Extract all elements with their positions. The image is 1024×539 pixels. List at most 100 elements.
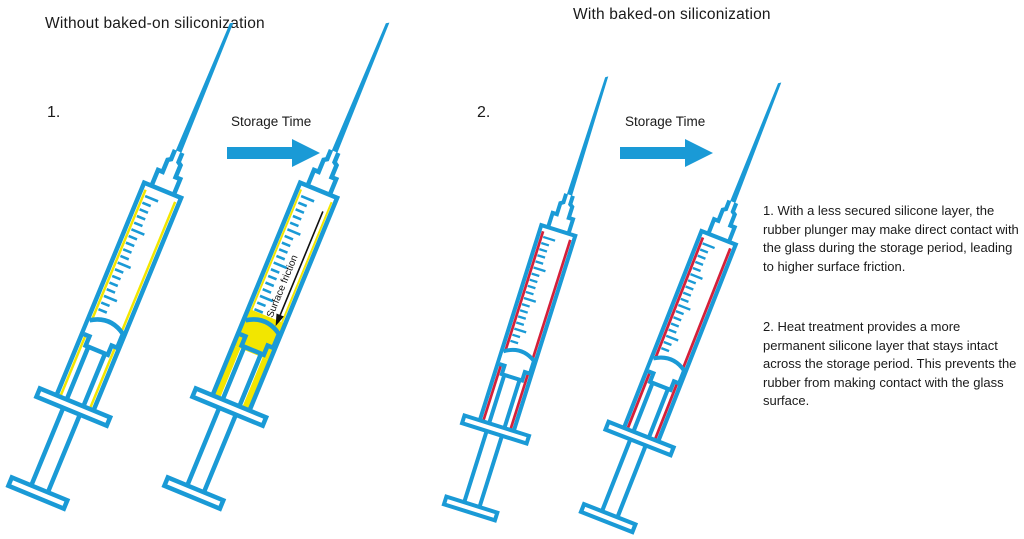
graduation-tick — [139, 208, 149, 214]
panel-number-1: 1. — [47, 104, 61, 121]
panel-number-2: 2. — [477, 104, 491, 121]
silicone-layer-left — [626, 237, 705, 429]
silicone-layer-left — [250, 189, 303, 311]
silicone-layer-left-lower — [213, 345, 241, 399]
graduation-tick — [259, 294, 274, 303]
graduation-tick — [668, 328, 677, 334]
storage-time-label-1: Storage Time — [231, 114, 312, 129]
graduation-tick — [685, 285, 694, 291]
barrel — [476, 222, 578, 437]
silicone-layer-right — [281, 201, 333, 323]
graduation-tick — [517, 315, 527, 320]
graduation-tick — [665, 334, 679, 342]
graduation-tick — [136, 214, 146, 221]
silicone-layer-right-lower — [242, 357, 270, 411]
graduation-tick — [284, 234, 294, 241]
plunger-thumb-press — [441, 494, 500, 523]
graduation-tick — [275, 254, 286, 261]
graduation-tick — [133, 221, 143, 228]
storage-time-arrow-1 — [227, 139, 320, 167]
graduation-tick — [122, 248, 132, 254]
graduation-tick — [278, 248, 288, 254]
graduation-tick — [106, 288, 116, 294]
graduation-tick — [527, 284, 536, 290]
plunger-stopper — [82, 317, 126, 358]
plunger-stopper — [498, 347, 537, 384]
graduation-tick — [295, 208, 305, 214]
needle-hub — [149, 149, 185, 196]
graduation-tick — [267, 274, 278, 281]
needle-hub — [305, 149, 341, 196]
graduation-tick — [253, 307, 264, 314]
finger-flange — [459, 413, 532, 447]
description-2: 2. Heat treatment provides a more perman… — [763, 318, 1023, 411]
needle — [175, 22, 234, 153]
needle — [331, 22, 390, 153]
graduation-tick — [690, 273, 703, 280]
graduation-tick — [677, 303, 691, 311]
plunger-stopper — [647, 355, 687, 393]
graduation-tick — [103, 294, 118, 303]
graduation-tick — [694, 260, 704, 266]
graduation-tick — [510, 339, 519, 345]
description-1-text: With a less secured silicone layer, the … — [763, 203, 1019, 274]
plunger-rod — [600, 382, 670, 519]
description-1-number: 1. — [763, 203, 774, 218]
graduation-tick — [100, 301, 111, 308]
graduation-tick — [130, 228, 145, 236]
graduation-tick — [264, 281, 275, 288]
graduation-tick — [286, 228, 301, 236]
graduation-tick — [673, 316, 682, 322]
graduation-tick — [660, 347, 670, 353]
graduation-tick — [281, 241, 291, 248]
graduation-tick — [273, 261, 288, 270]
silicone-layer-left — [59, 189, 147, 396]
graduation-tick — [513, 327, 527, 334]
graduation-tick — [535, 260, 544, 265]
graduation-tick — [697, 254, 706, 260]
silicone-layer-right — [509, 239, 572, 429]
friction-arrow — [277, 211, 324, 321]
graduation-tick — [270, 268, 280, 274]
storage-time-arrow-2 — [620, 139, 713, 167]
syringe — [578, 82, 782, 535]
description-1: 1. With a less secured silicone layer, t… — [763, 202, 1023, 276]
storage-time-label-2: Storage Time — [625, 114, 706, 129]
finger-flange — [189, 385, 270, 429]
syringe — [5, 22, 234, 512]
graduation-tick — [144, 194, 159, 203]
graduation-tick — [300, 194, 315, 203]
graduation-tick — [540, 241, 550, 247]
graduation-tick — [692, 266, 702, 273]
graduation-tick — [292, 214, 302, 221]
graduation-tick — [542, 235, 556, 242]
graduation-tick — [515, 321, 525, 326]
finger-flange — [33, 385, 114, 429]
graduation-tick — [699, 248, 709, 254]
graduation-tick — [702, 242, 716, 250]
description-2-text: Heat treatment provides a more permanent… — [763, 319, 1017, 408]
syringe: Surface friction — [161, 22, 390, 512]
graduation-tick — [289, 221, 299, 228]
plunger-rod — [185, 345, 264, 494]
silicone-layer-right — [89, 201, 177, 408]
graduation-tick — [297, 201, 308, 208]
graduation-tick — [128, 234, 138, 241]
plunger-thumb-press — [5, 474, 71, 512]
graduation-tick — [525, 290, 534, 296]
needle — [730, 82, 782, 203]
graduation-tick — [117, 261, 132, 270]
graduation-tick — [519, 309, 529, 314]
plunger-stopper — [238, 317, 282, 358]
graduation-tick — [97, 307, 108, 314]
plunger-thumb-press — [161, 474, 227, 512]
description-2-number: 2. — [763, 319, 774, 334]
syringe — [441, 76, 609, 523]
plunger-rod — [29, 345, 108, 494]
graduation-tick — [114, 268, 124, 274]
graduation-tick — [119, 254, 130, 261]
graduation-tick — [675, 310, 685, 316]
graduation-tick — [538, 248, 548, 253]
heading-with-baked: With baked-on siliconization — [573, 6, 771, 23]
